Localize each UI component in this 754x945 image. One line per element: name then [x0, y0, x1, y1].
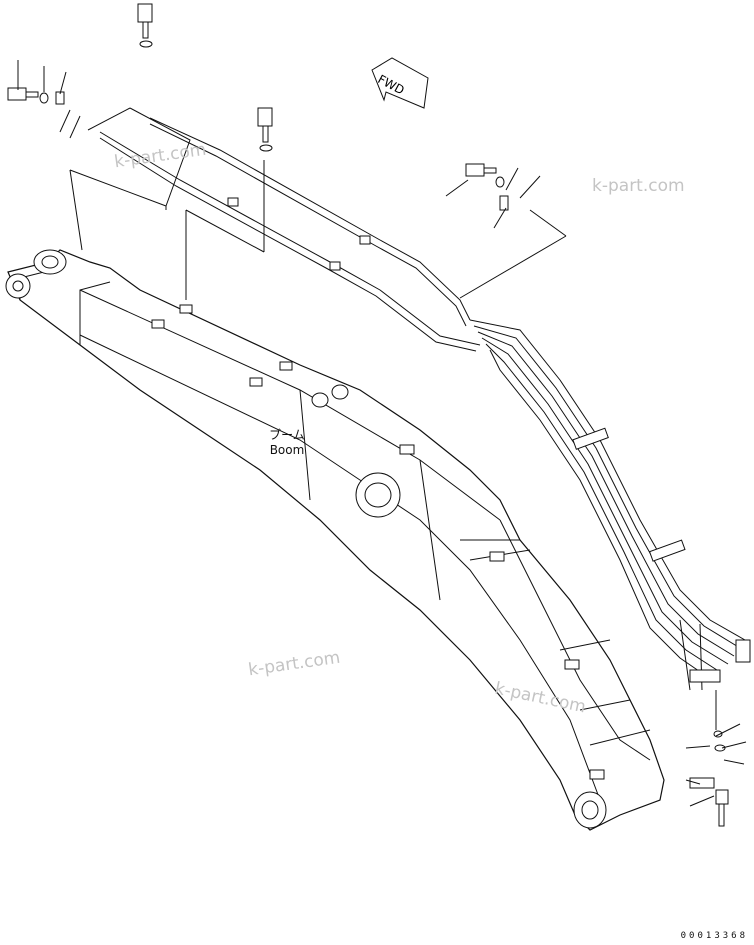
upper-lines [99, 117, 481, 352]
fwd-arrow [371, 57, 429, 109]
tip-boss [573, 791, 607, 829]
hydraulic-tubes [469, 319, 751, 691]
part-label-en: Boom [269, 443, 305, 457]
watermark: k-part.com [592, 176, 685, 196]
boom-body [7, 249, 665, 831]
foot-pin [5, 249, 67, 299]
clamps [151, 197, 605, 780]
part-label-jp: ブーム [269, 428, 305, 442]
hardware [7, 3, 729, 827]
document-number: 00013368 [680, 931, 748, 941]
leader-lines [17, 60, 747, 807]
center-boss [311, 384, 401, 518]
